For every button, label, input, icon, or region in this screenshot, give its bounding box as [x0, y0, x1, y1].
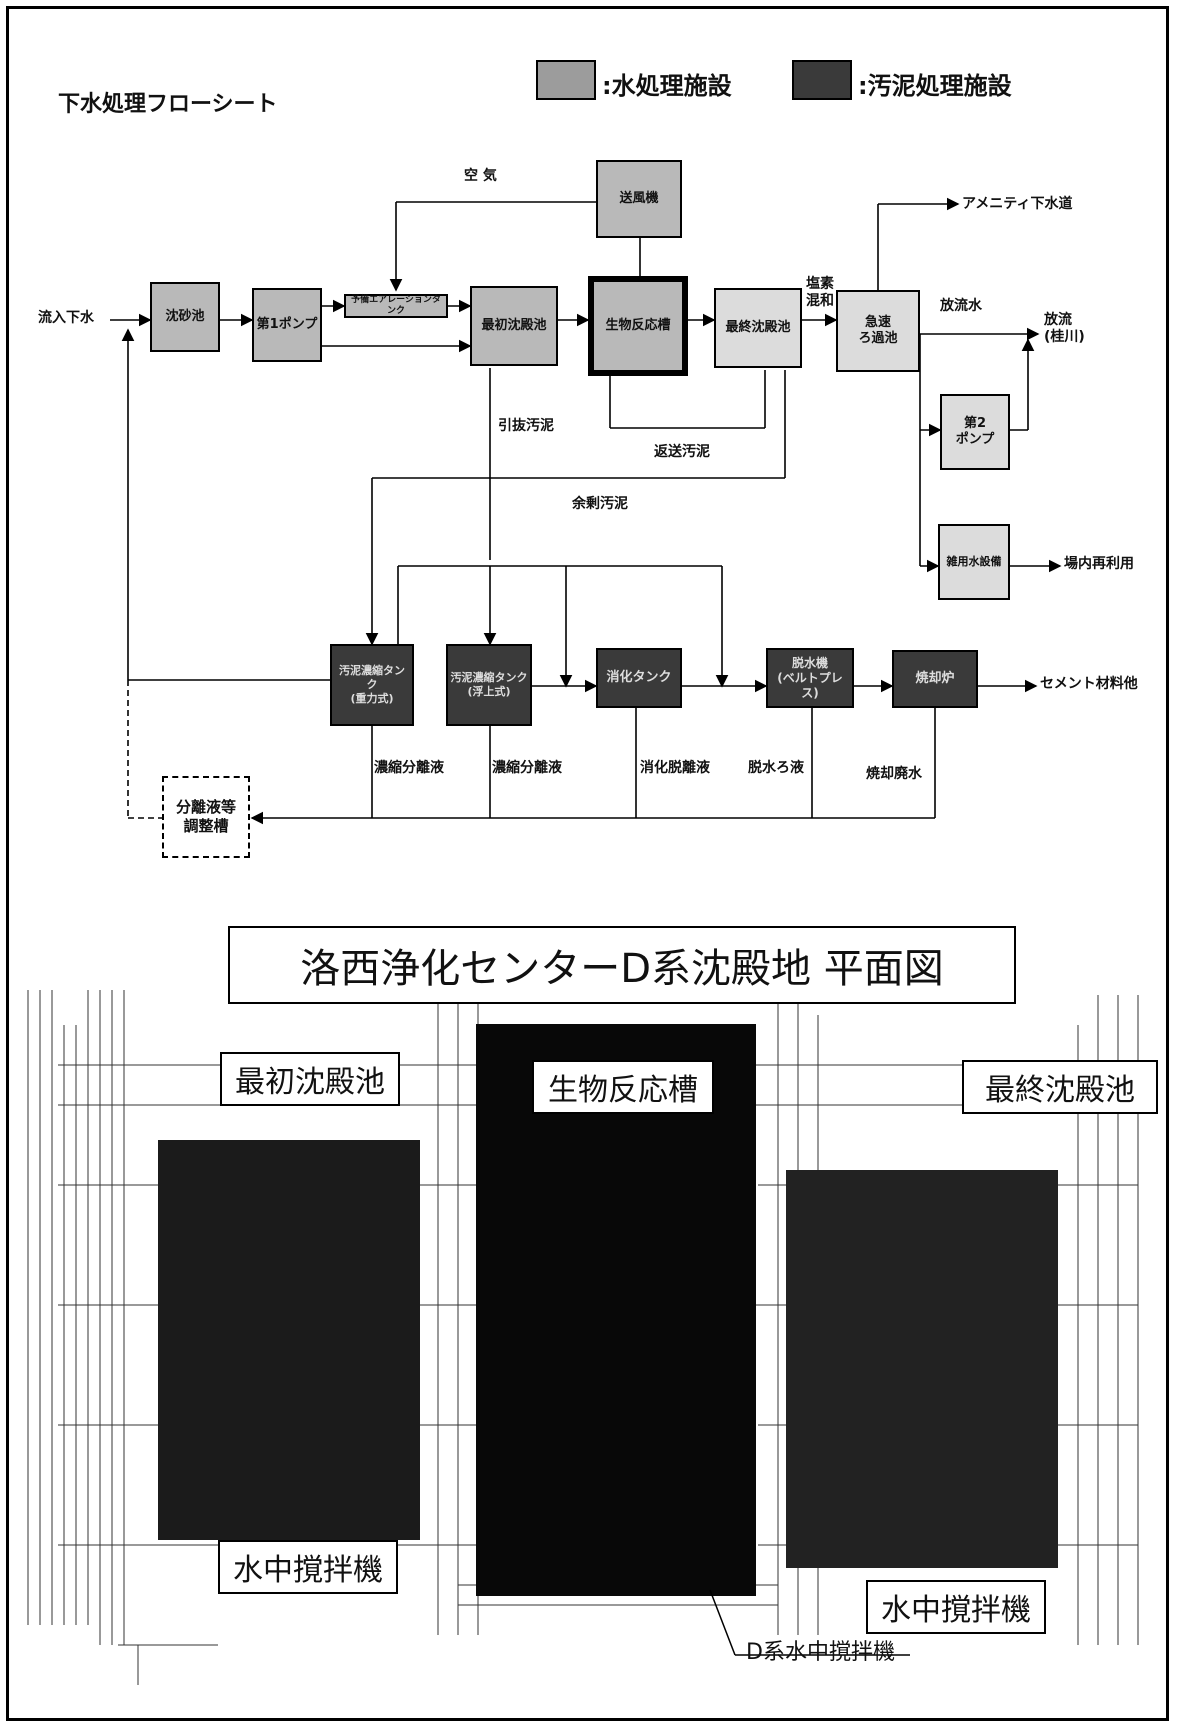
- node-dassuiki: 脱水機 (ベルトプレス): [766, 648, 854, 708]
- callout-mixer-left: 水中撹拌機: [218, 1540, 398, 1594]
- label-air: 空 気: [464, 168, 497, 184]
- callout-saishu: 最終沈殿池: [962, 1060, 1158, 1114]
- label-inflow: 流入下水: [38, 310, 94, 326]
- node-seibutsu-hannoso: 生物反応槽: [588, 276, 688, 376]
- node-noshuku-jyuryoku: 汚泥濃縮タンク (重力式): [330, 644, 414, 726]
- node-shokyakuro: 焼却炉: [892, 650, 978, 708]
- node-pump1: 第1ポンプ: [252, 288, 322, 362]
- label-noshuku-bunri-1: 濃縮分離液: [374, 760, 444, 776]
- node-pump2: 第2 ポンプ: [940, 394, 1010, 470]
- node-zatsuyosui: 雑用水設備: [938, 524, 1010, 600]
- label-chlorine: 塩素 混和: [806, 276, 834, 309]
- label-shokyaku-haisui: 焼却廃水: [866, 766, 922, 782]
- flow-lines: [110, 197, 1062, 825]
- node-shoka-tank: 消化タンク: [596, 648, 682, 708]
- legend-sludge-swatch: [792, 60, 852, 100]
- callout-mixer-right: 水中撹拌機: [866, 1580, 1046, 1634]
- photo-left-mixer: [158, 1140, 420, 1540]
- node-saisho-chindenchi: 最初沈殿池: [470, 286, 558, 366]
- label-amenity: アメニティ下水道: [962, 196, 1073, 212]
- label-houryuusui: 放流水: [940, 298, 982, 314]
- legend-water-swatch: [536, 60, 596, 100]
- legend-sludge-label: :汚泥処理施設: [858, 72, 1012, 100]
- plan-title: 洛西浄化センターD系沈殿地 平面図: [228, 926, 1016, 1004]
- callout-saisho: 最初沈殿池: [220, 1052, 400, 1106]
- label-hensou: 返送汚泥: [654, 444, 710, 460]
- label-houryuu: 放流 (桂川): [1044, 312, 1085, 345]
- flow-title: 下水処理フローシート: [58, 92, 278, 117]
- label-dassui-rousui: 脱水ろ液: [748, 760, 804, 776]
- node-kyusoku-rokachi: 急速 ろ過池: [836, 290, 920, 372]
- node-chinsachi: 沈砂池: [150, 282, 220, 352]
- callout-seibutsu: 生物反応槽: [532, 1060, 714, 1114]
- photo-right-mixer: [786, 1170, 1058, 1568]
- label-jounai: 場内再利用: [1064, 556, 1134, 572]
- label-yojo: 余剰汚泥: [572, 496, 628, 512]
- node-saishu-chindenchi: 最終沈殿池: [714, 288, 802, 368]
- node-yobi-aeration: 予備エアレーションタンク: [344, 294, 448, 318]
- node-blower: 送風機: [596, 160, 682, 238]
- node-noshuku-fujyo: 汚泥濃縮タンク (浮上式): [446, 644, 532, 726]
- label-d-mixer: D系水中撹拌機: [746, 1640, 895, 1665]
- page-frame: [6, 6, 1169, 1721]
- bioreactor-tank-area: [476, 1024, 756, 1596]
- node-bunri-chouseiso: 分離液等 調整槽: [162, 776, 250, 858]
- legend-water-label: :水処理施設: [602, 72, 732, 100]
- label-shoka-datsuri: 消化脱離液: [640, 760, 710, 776]
- label-hikinuki: 引抜汚泥: [498, 418, 554, 434]
- label-noshuku-bunri-2: 濃縮分離液: [492, 760, 562, 776]
- label-cement: セメント材料他: [1040, 676, 1138, 692]
